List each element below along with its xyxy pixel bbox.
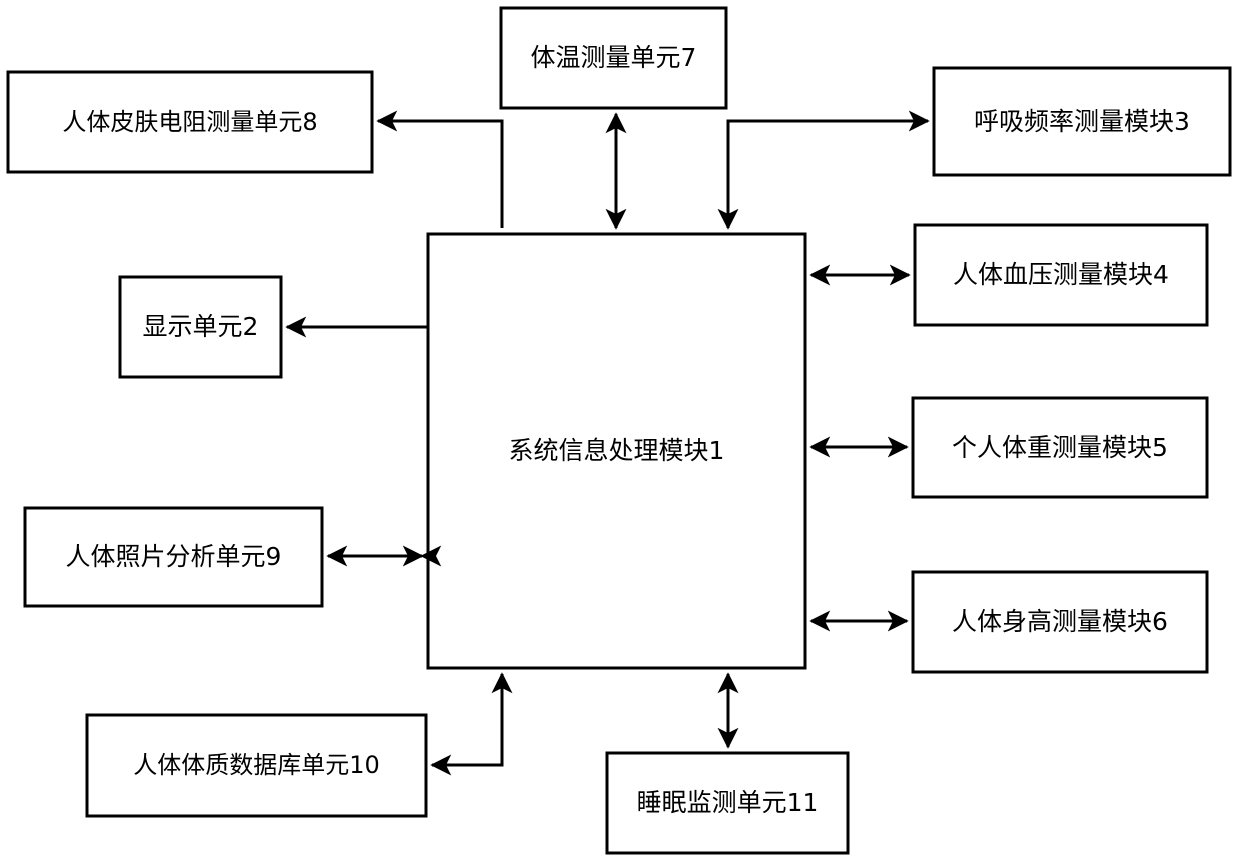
node-box-display[interactable] bbox=[118, 275, 283, 379]
node-box-pressure[interactable] bbox=[913, 223, 1209, 327]
node-box-database[interactable] bbox=[85, 713, 428, 818]
node-box-temp[interactable] bbox=[499, 6, 728, 110]
connector-central-to-database bbox=[432, 672, 513, 767]
node-box-height[interactable] bbox=[911, 570, 1209, 674]
node-box-sleep[interactable] bbox=[605, 751, 850, 855]
node-box-weight[interactable] bbox=[911, 396, 1209, 499]
node-box-skin[interactable] bbox=[6, 70, 374, 174]
connector-central-to-breath bbox=[726, 110, 930, 228]
connector-central-to-skin bbox=[376, 110, 504, 228]
node-box-photo[interactable] bbox=[23, 506, 324, 608]
node-box-breath[interactable] bbox=[932, 66, 1232, 177]
node-box-central[interactable] bbox=[426, 232, 807, 670]
